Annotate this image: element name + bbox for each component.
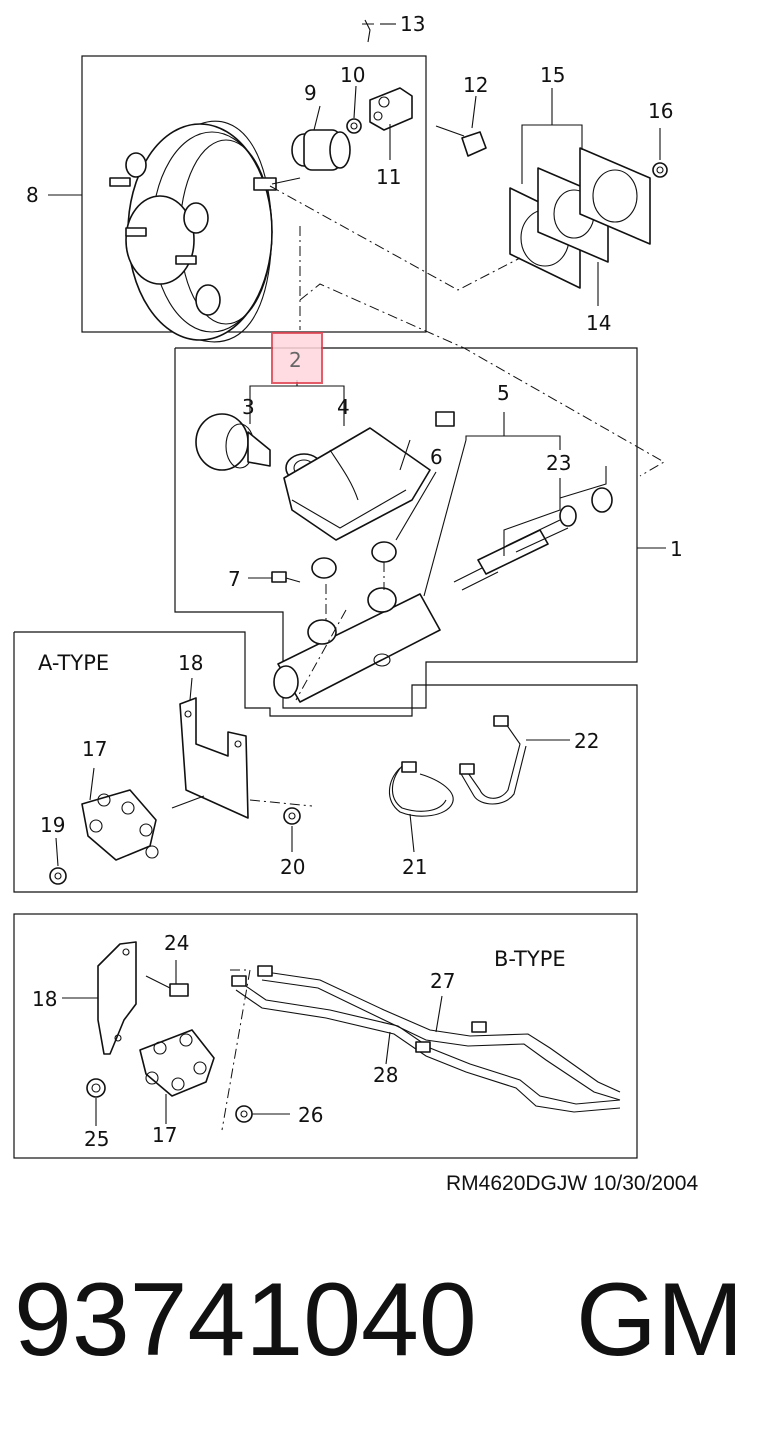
a-type-nut-19 [49,867,67,885]
callout-26: 26 [298,1103,323,1127]
b-type-nut-26 [235,1105,253,1123]
callout-16: 16 [648,99,673,123]
master-cylinder-frame [174,347,638,709]
reservoir-grommets [311,541,397,579]
retaining-clip [362,19,374,43]
callout-27: 27 [430,969,455,993]
master-cylinder-body [273,587,441,703]
clevis [369,87,413,131]
callout-23: 23 [546,451,571,475]
brake-pipe-28 [231,975,621,1113]
piston-assembly [453,487,613,591]
callout-9: 9 [304,81,317,105]
callout-17a: 17 [82,737,107,761]
a-type-valve-17 [81,789,205,861]
callout-20: 20 [280,855,305,879]
callout-2: 2 [289,348,302,372]
callout-28: 28 [373,1063,398,1087]
a-type-frame [13,631,638,893]
callout-labels: 13 10 9 12 15 16 11 8 14 2 3 4 5 6 23 1 … [26,12,683,1151]
brake-pipe-21 [388,761,454,817]
stop-bolt [271,571,301,583]
callout-6: 6 [430,445,443,469]
callout-21: 21 [402,855,427,879]
clevis-pin [435,125,487,157]
callout-18a: 18 [178,651,203,675]
callout-15: 15 [540,63,565,87]
b-type-bracket [97,941,137,1055]
brake-pipe-22 [459,715,527,805]
callout-25: 25 [84,1127,109,1151]
b-type-nut-25 [86,1078,106,1098]
part-number: 93741040 [14,1262,477,1378]
a-type-nut-20 [283,807,301,825]
callout-14: 14 [586,311,611,335]
callout-12: 12 [463,73,488,97]
callout-8: 8 [26,183,39,207]
brand-name: GM [576,1262,744,1378]
b-type-heading: B-TYPE [494,947,566,971]
callout-3: 3 [242,395,255,419]
lock-nut [346,118,362,134]
callout-17b: 17 [152,1123,177,1147]
callout-10: 10 [340,63,365,87]
a-type-bracket [179,697,249,819]
brake-pipe-27 [257,965,621,1101]
callout-11: 11 [376,165,401,189]
b-type-frame [13,913,638,1159]
brake-booster [109,120,301,343]
assembly-lines [221,185,666,1131]
push-rod-boot [291,129,351,171]
a-type-heading: A-TYPE [38,651,109,675]
b-type-valve-17 [139,1029,215,1097]
callout-24: 24 [164,931,189,955]
brake-booster-frame [81,55,427,333]
selected-part-highlight [271,332,323,384]
fluid-reservoir [283,411,455,541]
mounting-nut [652,162,668,178]
callout-22: 22 [574,729,599,753]
callout-18b: 18 [32,987,57,1011]
reservoir-cap [195,413,271,471]
callout-4: 4 [337,395,350,419]
callout-13: 13 [400,12,425,36]
callout-19: 19 [40,813,65,837]
leader-lines [48,23,666,1126]
b-type-bolt-24 [145,975,189,997]
booster-gaskets [509,147,651,289]
callout-5: 5 [497,381,510,405]
callout-7: 7 [228,567,241,591]
callout-1: 1 [670,537,683,561]
drawing-code: RM4620DGJW 10/30/2004 [446,1172,699,1195]
